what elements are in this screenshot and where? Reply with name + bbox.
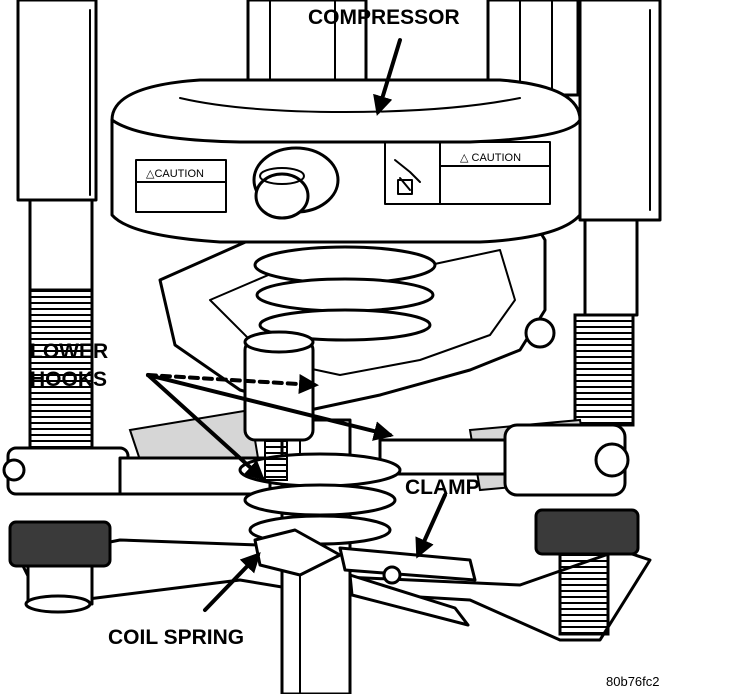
left-lock-nut bbox=[8, 520, 112, 614]
compressor-label: COMPRESSOR bbox=[308, 6, 460, 29]
lower-hooks-arrow-3 bbox=[146, 373, 319, 395]
lower-hooks-arrow-2 bbox=[146, 373, 394, 441]
caution-label-right: △ CAUTION bbox=[384, 141, 551, 205]
lower-hooks-arrow-1 bbox=[146, 373, 265, 481]
callout-arrows bbox=[146, 38, 447, 612]
compressor-ring bbox=[110, 78, 582, 244]
lower-hooks-label-line1: LOWER bbox=[30, 340, 108, 363]
caution-text-right: △ CAUTION bbox=[460, 152, 521, 164]
right-column bbox=[573, 0, 662, 427]
compressor-knob bbox=[252, 146, 340, 220]
right-lock-nut bbox=[534, 508, 640, 636]
upper-coil-spring bbox=[253, 245, 437, 342]
lower-hooks-label-line2: HOOKS bbox=[30, 368, 107, 391]
clamp-label: CLAMP bbox=[405, 476, 480, 499]
caution-label-left: △CAUTION bbox=[135, 159, 227, 213]
compressor-arrow bbox=[373, 38, 402, 116]
lower-hook bbox=[243, 330, 315, 481]
clamp-tool bbox=[253, 528, 477, 627]
clamp-arrow bbox=[415, 493, 447, 559]
lower-arm bbox=[2, 423, 630, 497]
coil-spring-arrow bbox=[203, 552, 261, 612]
figure-code: 80b76fc2 bbox=[606, 674, 660, 689]
coil-spring-label: COIL SPRING bbox=[108, 626, 244, 649]
caution-text-left: △CAUTION bbox=[146, 168, 204, 180]
